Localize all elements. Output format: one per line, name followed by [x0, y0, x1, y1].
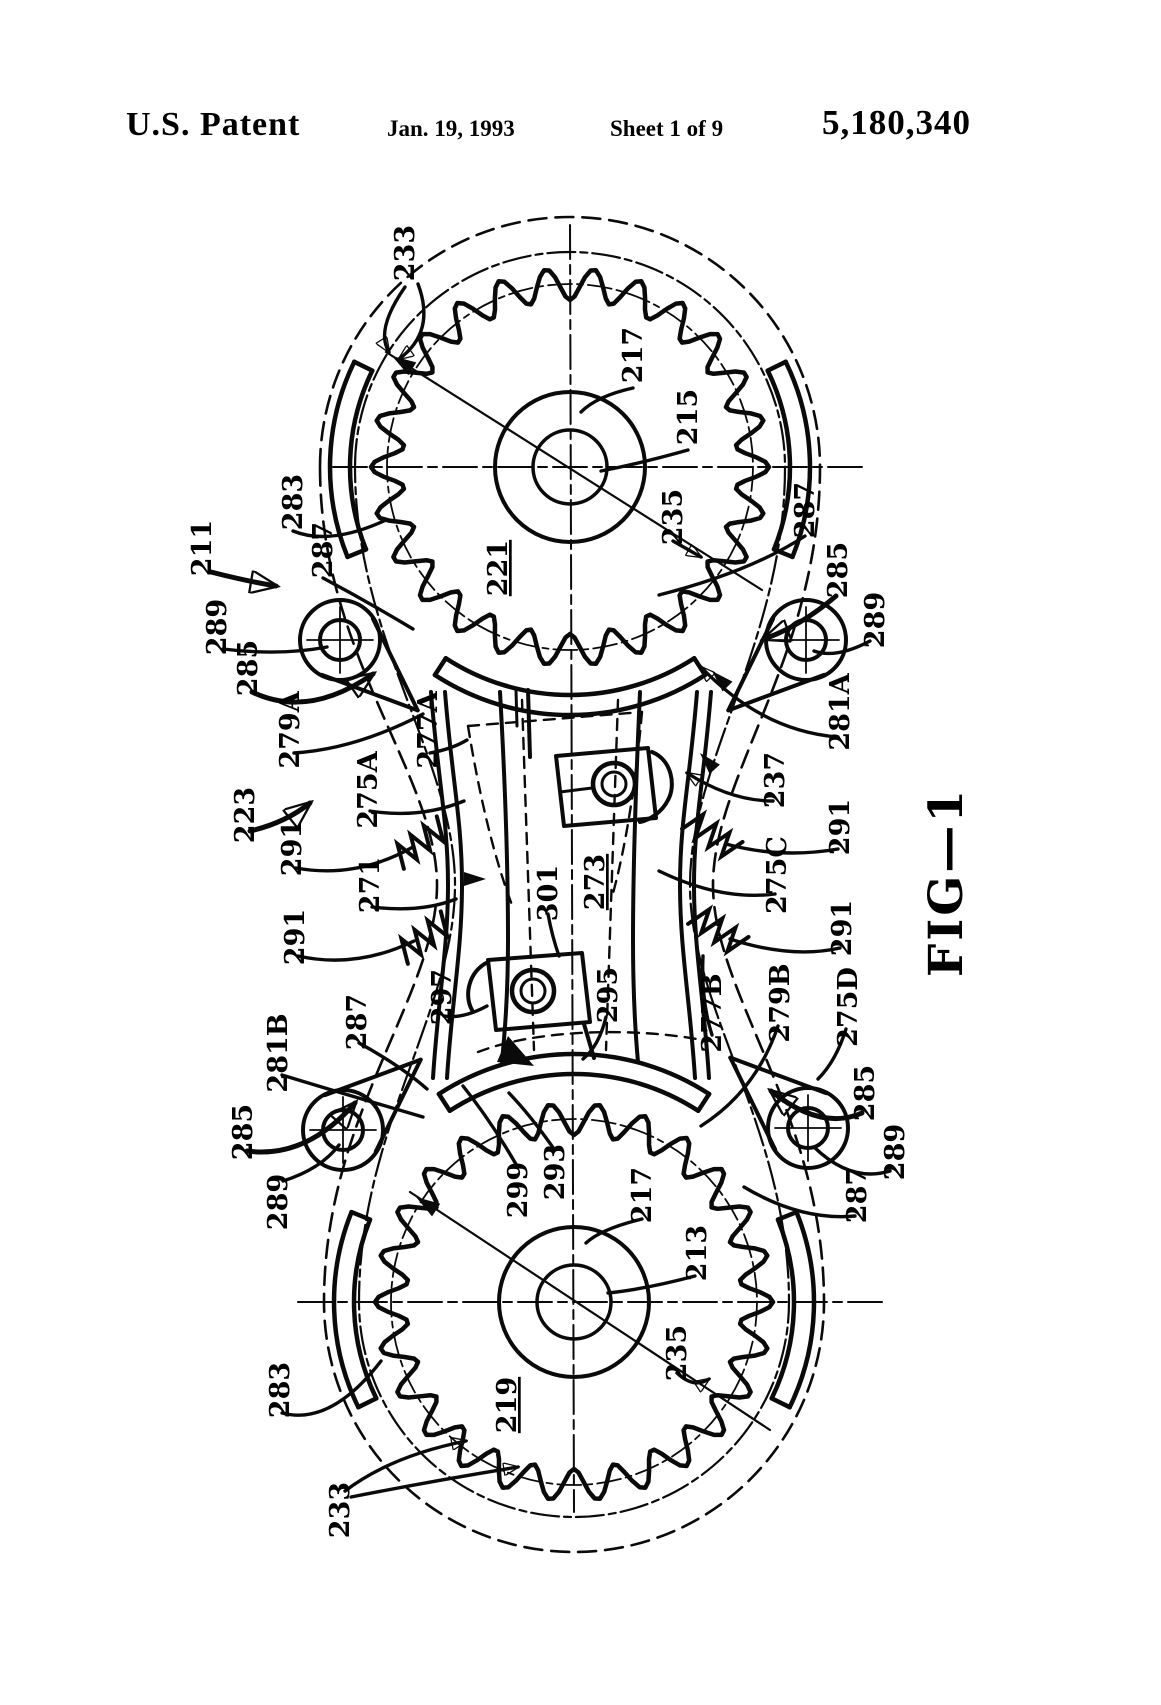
ref-label-275C: 275C: [762, 836, 793, 914]
ref-label-277B: 277B: [697, 973, 728, 1052]
ref-label-285: 285: [228, 1104, 259, 1160]
ref-label-235: 235: [662, 1325, 693, 1381]
ref-label-287: 287: [842, 1167, 873, 1223]
ref-label-295: 295: [593, 967, 624, 1023]
ref-label-285: 285: [233, 640, 264, 696]
ref-label-237: 237: [760, 752, 791, 808]
ref-label-297: 297: [427, 969, 458, 1025]
ref-label-299: 299: [503, 1162, 534, 1218]
ref-label-271: 271: [355, 857, 386, 913]
ref-label-281B: 281B: [263, 1013, 294, 1092]
ref-label-287: 287: [308, 522, 339, 578]
ref-label-293: 293: [540, 1144, 571, 1200]
ref-label-275D: 275D: [833, 967, 864, 1047]
ref-label-211: 211: [187, 520, 218, 576]
misc-arrows: [392, 356, 733, 1216]
ref-label-291: 291: [277, 820, 308, 876]
ref-label-291: 291: [827, 900, 858, 956]
ref-label-275A: 275A: [353, 750, 384, 828]
ref-label-279A: 279A: [275, 690, 306, 768]
ref-label-273: 273: [580, 854, 611, 910]
ratchet-latches: [468, 690, 672, 1066]
ref-label-285: 285: [850, 1065, 881, 1121]
ref-label-233: 233: [325, 1482, 356, 1538]
ref-label-213: 213: [682, 1225, 713, 1281]
ref-label-289: 289: [860, 592, 891, 648]
ref-label-287: 287: [342, 994, 373, 1050]
ref-label-289: 289: [880, 1124, 911, 1180]
reference-labels: 2332172152832212352112872892852872852892…: [187, 225, 911, 1538]
ref-label-235: 235: [658, 489, 689, 545]
ref-label-233: 233: [390, 225, 421, 281]
ref-label-291: 291: [280, 909, 311, 965]
ref-label-217: 217: [618, 327, 649, 383]
ref-label-281A: 281A: [825, 672, 856, 750]
ref-label-283: 283: [265, 1362, 296, 1418]
ref-label-289: 289: [202, 599, 233, 655]
ref-label-301: 301: [533, 865, 564, 921]
ref-label-219: 219: [492, 1377, 523, 1433]
ref-label-285: 285: [823, 542, 854, 598]
ref-label-287: 287: [790, 482, 821, 538]
ref-label-221: 221: [483, 540, 514, 596]
figure-caption: FIG—1: [919, 787, 974, 977]
ref-label-279B: 279B: [765, 963, 796, 1042]
ref-label-223: 223: [230, 787, 261, 843]
ref-label-289: 289: [263, 1174, 294, 1230]
ref-label-217: 217: [627, 1167, 658, 1223]
ref-label-291: 291: [825, 799, 856, 855]
ref-label-215: 215: [673, 389, 704, 445]
ref-label-283: 283: [278, 474, 309, 530]
ref-label-277A: 277A: [413, 690, 444, 768]
